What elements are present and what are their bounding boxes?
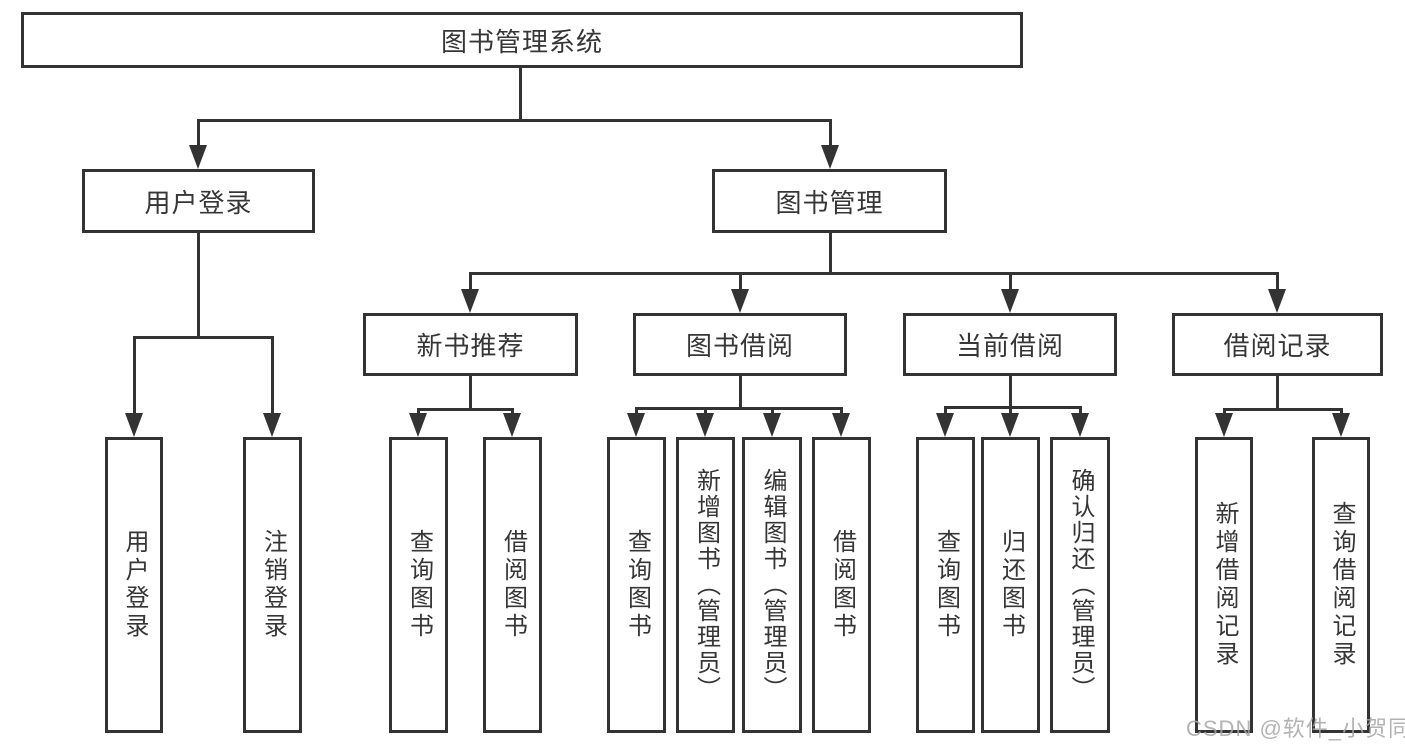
leaf-query-borrow-record-label: 查询借阅记录 <box>1328 501 1355 669</box>
connector-root-stem <box>519 68 522 121</box>
arrowhead-borrow-records <box>1268 289 1286 313</box>
node-book-management-label: 图书管理 <box>775 187 884 218</box>
leaf-query-books-1-label: 查询图书 <box>405 529 433 641</box>
arrowhead-borrow-books-1 <box>503 413 521 437</box>
connector-to-book-borrow <box>739 272 742 294</box>
leaf-user-login: 用户登录 <box>105 437 163 733</box>
connector-book-management-stem <box>829 233 832 275</box>
node-system-root: 图书管理系统 <box>21 12 1023 68</box>
leaf-logout-label: 注销登录 <box>259 529 287 641</box>
leaf-query-borrow-record: 查询借阅记录 <box>1312 437 1370 733</box>
arrowhead-confirm-return <box>1071 413 1089 437</box>
arrowhead-add-book <box>696 413 714 437</box>
node-borrow-records-label: 借阅记录 <box>1223 331 1332 361</box>
node-current-borrow-label: 当前借阅 <box>955 331 1064 361</box>
connector-to-current-borrow <box>1009 272 1012 294</box>
leaf-return-book: 归还图书 <box>981 437 1040 733</box>
leaf-user-login-label: 用户登录 <box>121 529 148 641</box>
node-new-book-recommend: 新书推荐 <box>363 313 578 376</box>
connector-split-level3 <box>469 272 1279 275</box>
connector-borrow-records-stem <box>1276 376 1279 411</box>
connector-current-borrow-stem <box>1009 376 1012 409</box>
arrowhead-leaf-logout <box>263 413 281 437</box>
connector-to-user-login <box>197 119 200 151</box>
connector-split-borrow-records <box>1223 408 1342 411</box>
connector-book-borrow-stem <box>739 376 742 410</box>
connector-user-login-stem <box>197 233 200 339</box>
leaf-borrow-books-1: 借阅图书 <box>483 437 542 733</box>
leaf-borrow-books-2: 借阅图书 <box>812 437 871 733</box>
arrowhead-book-borrow <box>731 289 749 313</box>
arrowhead-add-borrow-record <box>1215 413 1233 437</box>
arrowhead-return-book <box>1001 413 1019 437</box>
node-new-book-recommend-label: 新书推荐 <box>416 331 525 361</box>
connector-to-new-book <box>469 272 472 294</box>
arrowhead-edit-book <box>763 413 781 437</box>
arrowhead-leaf-user-login <box>125 413 143 437</box>
arrowhead-query-books-1 <box>409 413 427 437</box>
arrowhead-query-borrow-record <box>1332 413 1350 437</box>
node-book-borrow-label: 图书借阅 <box>685 331 794 361</box>
connector-new-book-stem <box>469 376 472 411</box>
node-system-root-label: 图书管理系统 <box>440 26 603 57</box>
leaf-query-books-2-label: 查询图书 <box>623 529 651 641</box>
arrowhead-query-books-3 <box>936 413 954 437</box>
leaf-add-borrow-record: 新增借阅记录 <box>1195 437 1253 733</box>
watermark-text: CSDN @软件_小贺同学 <box>1186 716 1405 741</box>
leaf-confirm-return-admin: 确认归还（管理员） <box>1050 437 1110 733</box>
leaf-add-book-admin-label: 新增图书（管理员） <box>692 468 720 702</box>
arrowhead-query-books-2 <box>627 413 645 437</box>
node-current-borrow: 当前借阅 <box>903 313 1117 376</box>
leaf-add-borrow-record-label: 新增借阅记录 <box>1211 501 1238 669</box>
connector-to-borrow-records <box>1276 272 1279 294</box>
leaf-query-books-3-label: 查询图书 <box>932 529 960 641</box>
leaf-return-book-label: 归还图书 <box>997 529 1025 641</box>
connector-split-level1 <box>197 119 832 122</box>
arrowhead-new-book <box>461 289 479 313</box>
leaf-add-book-admin: 新增图书（管理员） <box>676 437 735 733</box>
leaf-logout: 注销登录 <box>243 437 302 733</box>
node-user-login-label: 用户登录 <box>144 187 253 218</box>
arrowhead-current-borrow <box>1001 289 1019 313</box>
connector-split-current-borrow <box>944 406 1081 409</box>
leaf-edit-book-admin: 编辑图书（管理员） <box>742 437 802 733</box>
connector-split-new-book <box>417 408 514 411</box>
connector-split-user-login <box>133 336 274 339</box>
arrowhead-user-login <box>189 145 207 169</box>
connector-to-book-management <box>829 119 832 151</box>
connector-split-book-borrow <box>635 407 842 410</box>
leaf-query-books-2: 查询图书 <box>607 437 666 733</box>
connector-to-leaf-logout <box>271 336 274 424</box>
arrowhead-borrow-books-2 <box>832 413 850 437</box>
leaf-query-books-3: 查询图书 <box>916 437 975 733</box>
node-book-management: 图书管理 <box>712 169 947 233</box>
leaf-borrow-books-2-label: 借阅图书 <box>828 529 856 641</box>
node-book-borrow: 图书借阅 <box>633 313 847 376</box>
node-borrow-records: 借阅记录 <box>1172 313 1383 376</box>
leaf-query-books-1: 查询图书 <box>389 437 448 733</box>
arrowhead-book-management <box>821 145 839 169</box>
node-user-login: 用户登录 <box>82 169 315 233</box>
connector-to-leaf-user-login <box>133 336 136 424</box>
leaf-borrow-books-1-label: 借阅图书 <box>499 529 527 641</box>
leaf-confirm-return-admin-label: 确认归还（管理员） <box>1067 468 1094 702</box>
leaf-edit-book-admin-label: 编辑图书（管理员） <box>759 468 786 702</box>
